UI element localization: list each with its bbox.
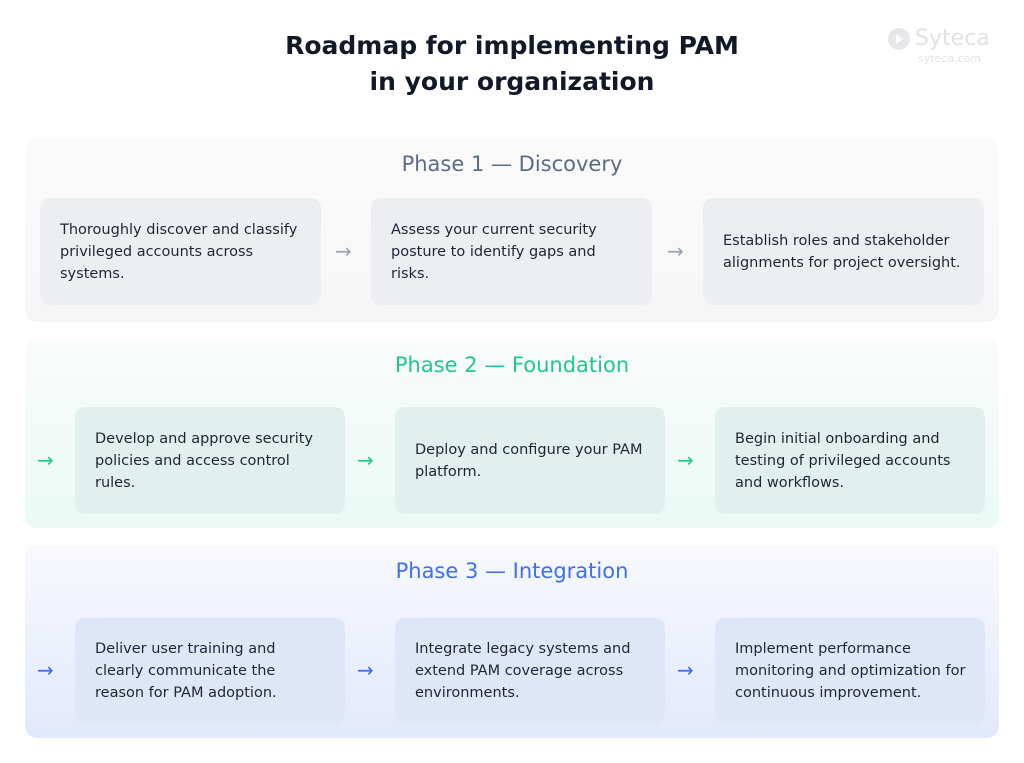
phase-2-step-2: Deploy and configure your PAM platform.: [395, 407, 665, 514]
phase-3-step-1: Deliver user training and clearly commun…: [75, 618, 345, 724]
phase-3-step-2: Integrate legacy systems and extend PAM …: [395, 618, 665, 724]
syteca-logo: Syteca syteca.com: [888, 26, 1008, 65]
arrow-right-icon: →: [357, 658, 374, 682]
logo-url: syteca.com: [918, 52, 982, 65]
phase-3-step-3: Implement performance monitoring and opt…: [715, 618, 985, 724]
phase-2-title: Phase 2 — Foundation: [394, 353, 630, 377]
arrow-right-icon: →: [677, 658, 694, 682]
phase-1-step-3: Establish roles and stakeholder alignmen…: [703, 198, 984, 305]
arrow-right-icon: →: [357, 448, 374, 472]
phase-1-title: Phase 1 — Discovery: [401, 152, 623, 176]
arrow-right-icon: →: [667, 239, 684, 263]
title-line-1: Roadmap for implementing PAM: [285, 31, 739, 60]
phase-1-step-1: Thoroughly discover and classify privile…: [40, 198, 321, 305]
phase-2-panel: Phase 2 — Foundation → Develop and appro…: [25, 339, 999, 528]
syteca-logo-icon: [888, 27, 910, 50]
logo-name: Syteca: [915, 26, 990, 51]
arrow-right-icon: →: [335, 239, 352, 263]
arrow-right-icon: →: [677, 448, 694, 472]
phase-1-step-2: Assess your current security posture to …: [371, 198, 652, 305]
phase-3-title: Phase 3 — Integration: [395, 559, 629, 583]
title-line-2: in your organization: [369, 67, 655, 96]
phase-2-step-1: Develop and approve security policies an…: [75, 407, 345, 514]
phase-2-step-3: Begin initial onboarding and testing of …: [715, 407, 985, 514]
phase-3-panel: Phase 3 — Integration → Deliver user tra…: [25, 545, 999, 738]
arrow-right-icon: →: [37, 448, 54, 472]
phase-1-panel: Phase 1 — Discovery Thoroughly discover …: [25, 138, 999, 322]
arrow-right-icon: →: [37, 658, 54, 682]
page-title: Roadmap for implementing PAM in your org…: [0, 28, 1024, 100]
